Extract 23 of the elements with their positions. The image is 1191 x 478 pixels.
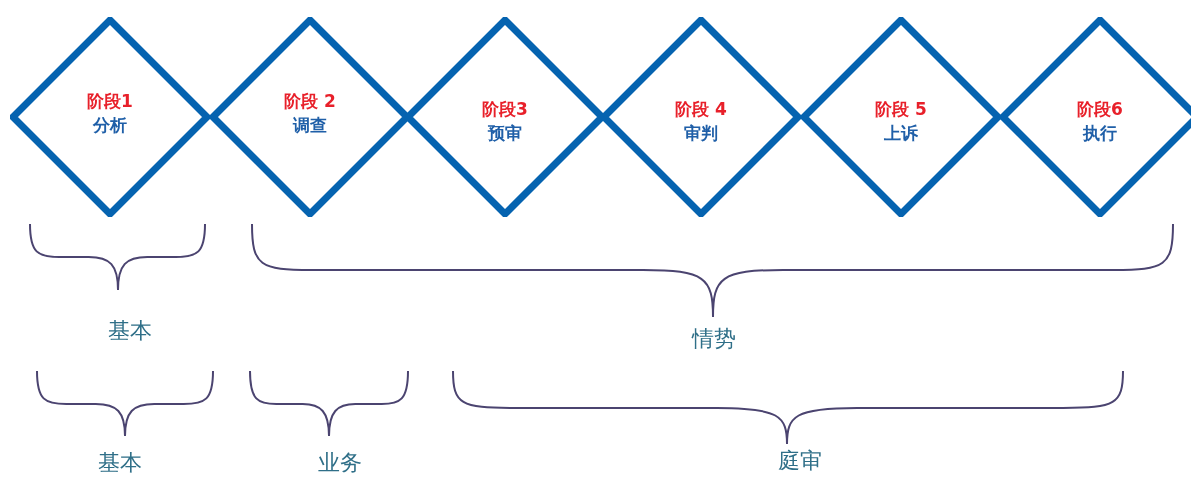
stage-diamond <box>801 17 1001 217</box>
stage-diamond <box>1000 17 1191 217</box>
group-label: 基本 <box>98 450 142 476</box>
group-label: 业务 <box>318 450 362 476</box>
stage-name: 执行 <box>1081 122 1118 145</box>
stage-diamond <box>405 17 605 217</box>
stage-name: 分析 <box>92 114 128 137</box>
stage-name: 调查 <box>291 114 328 137</box>
group-label: 庭审 <box>778 448 822 474</box>
stage-diamond <box>210 17 410 217</box>
stage-number: 阶段6 <box>1076 98 1124 121</box>
stage-number: 阶段 4 <box>674 98 728 121</box>
stage-name: 预审 <box>486 122 523 145</box>
stage-number: 阶段3 <box>481 98 529 121</box>
group-label: 基本 <box>108 318 152 344</box>
stage-diamond <box>10 17 210 217</box>
stage-number: 阶段1 <box>86 90 134 113</box>
stage-name: 上诉 <box>883 122 919 145</box>
stage-number: 阶段 2 <box>283 90 337 113</box>
stage-diamond <box>601 17 801 217</box>
stage-name: 审判 <box>683 122 719 145</box>
group-label: 情势 <box>692 326 736 352</box>
stage-number: 阶段 5 <box>874 98 928 121</box>
